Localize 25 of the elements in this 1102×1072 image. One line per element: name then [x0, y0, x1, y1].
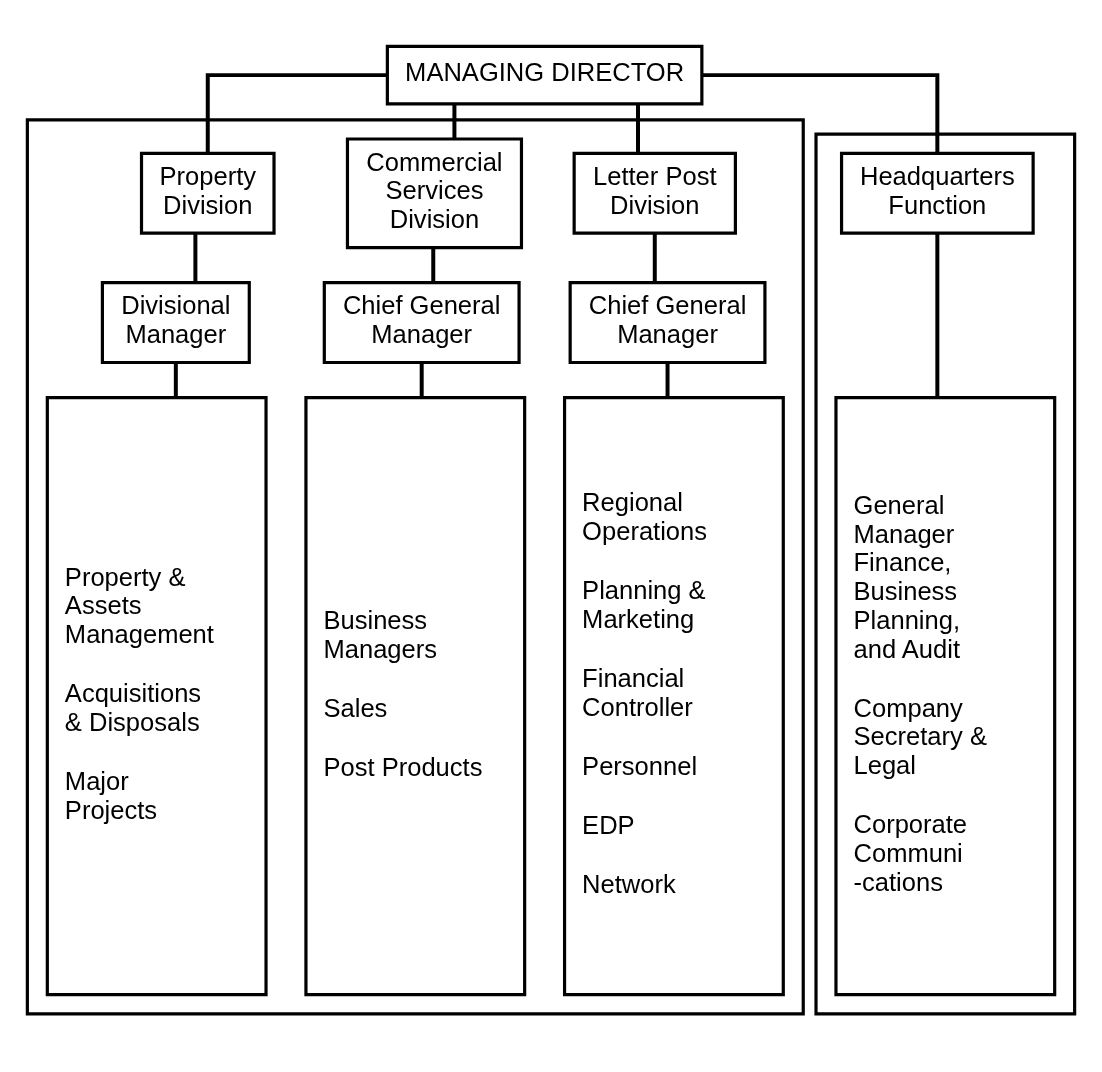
node-box: Business Managers Sales Post Products	[304, 395, 527, 996]
connector	[665, 362, 670, 397]
node-box: MANAGING DIRECTOR	[385, 44, 704, 105]
connector	[431, 247, 436, 283]
node-box: General Manager Finance, Business Planning, and Audit Company Secretary & Legal Corporate Communi -cations	[834, 395, 1057, 996]
connector	[636, 103, 640, 153]
connector	[173, 362, 178, 397]
connector	[452, 103, 457, 139]
node-box: Chief General Manager	[568, 280, 767, 364]
connector	[193, 232, 198, 282]
connector	[205, 72, 388, 153]
node-box: Chief General Manager	[322, 280, 521, 364]
node-box: Property & Assets Management Acquisitions & Disposals Major Projects	[45, 395, 268, 996]
connector	[935, 233, 940, 397]
node-box: Headquarters Function	[839, 151, 1035, 235]
node-box: Commercial Services Division	[345, 136, 524, 249]
connector	[702, 72, 940, 153]
connector	[419, 362, 424, 397]
node-box: Property Division	[139, 151, 276, 235]
node-box: Regional Operations Planning & Marketing Financial Controller Personnel EDP Network	[562, 395, 785, 996]
node-box: Divisional Manager	[100, 280, 251, 364]
connector	[652, 232, 657, 282]
cluster	[25, 117, 805, 1015]
node-box: Letter Post Division	[572, 151, 737, 235]
cluster	[814, 132, 1077, 1015]
